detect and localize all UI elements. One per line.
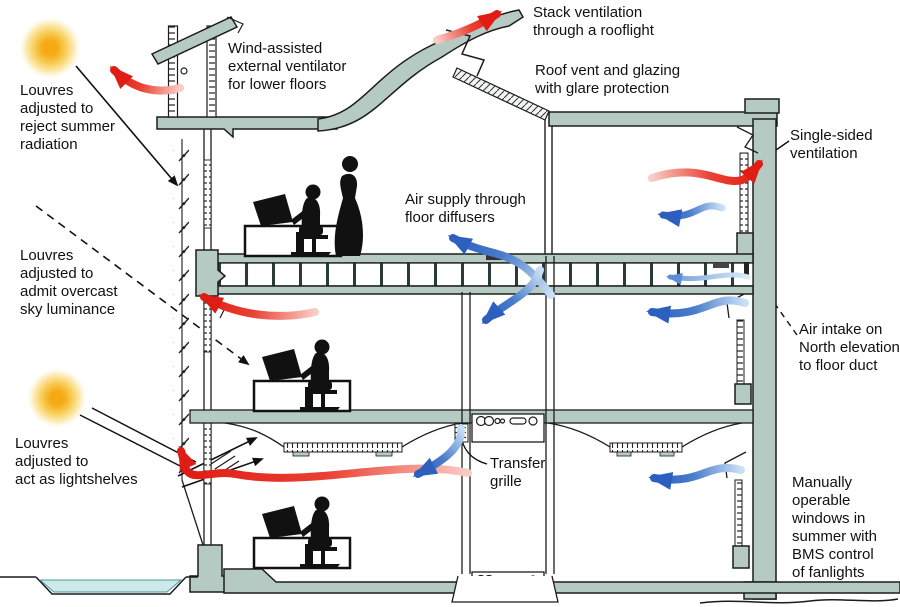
cool-air-arrow: [481, 266, 544, 325]
intake-grille: [744, 262, 749, 278]
top-vent-step: [736, 126, 759, 154]
ceiling-grille: [609, 442, 683, 453]
right-outer-wall: [752, 118, 777, 600]
warm-air-arrow: [177, 445, 472, 482]
parapet-cap: [744, 98, 780, 114]
cool-air-arrow: [657, 202, 726, 227]
ground-slab: [0, 568, 900, 604]
label-stack-ventilation: Stack ventilation through a rooflight: [533, 4, 654, 39]
warm-air-arrow: [109, 65, 184, 95]
raised-floor: [195, 249, 754, 297]
airflow-arrows: [109, 10, 763, 490]
top-vent-glazing: [739, 152, 749, 234]
low-fanlight-flap: [724, 451, 747, 479]
warm-air-arrow: [198, 293, 319, 320]
floor-diffuser: [713, 263, 729, 268]
roof-ventilator: [150, 16, 244, 118]
service-pit: [451, 575, 559, 603]
mid-window-glazing: [736, 319, 745, 385]
curved-roof: [317, 9, 525, 132]
admit-dashed-leader: [35, 205, 250, 366]
label-transfer-grille: Transfer grille: [490, 455, 546, 490]
person-at-workstation: [243, 183, 343, 259]
ceiling-grille: [283, 442, 403, 453]
lightshelf-ray: [79, 414, 187, 470]
standing-person: [334, 156, 363, 256]
sun-icon: [19, 17, 87, 428]
label-air-supply: Air supply through floor diffusers: [405, 191, 526, 226]
right-block: [548, 98, 780, 600]
person-at-workstation: [252, 495, 352, 571]
eaves-slab: [156, 116, 338, 139]
label-louvres-admit: Louvres adjusted to admit overcast sky l…: [20, 247, 118, 318]
louvre-wall: [173, 129, 240, 593]
cool-air-arrow: [666, 272, 751, 285]
cool-air-arrow: [412, 424, 466, 478]
label-louvres-reject: Louvres adjusted to reject summer radiat…: [20, 82, 116, 153]
occupants: [243, 156, 363, 571]
label-air-intake: Air intake on North elevation to floor d…: [799, 321, 900, 374]
water-pool: [38, 579, 183, 593]
warm-air-arrow: [648, 159, 763, 185]
pool-edge: [35, 576, 187, 595]
label-louvres-lightshelves: Louvres adjusted to act as lightshelves: [15, 435, 138, 488]
label-manual-windows: Manually operable windows in summer with…: [792, 474, 878, 581]
label-wind-ventilator: Wind-assisted external ventilator for lo…: [228, 40, 347, 93]
warm-air-arrow: [433, 10, 503, 44]
low-window-glazing: [734, 479, 743, 547]
cool-air-arrow: [648, 464, 745, 490]
building-structure: [0, 9, 900, 604]
cool-air-arrow: [646, 296, 749, 324]
ray-reject-leader: [75, 65, 179, 187]
ground-wavy-line: [699, 598, 899, 604]
right-roof-slab: [548, 111, 778, 127]
label-single-sided: Single-sided ventilation: [790, 127, 873, 162]
label-roof-vent: Roof vent and glazing with glare protect…: [535, 62, 681, 97]
person-at-workstation: [252, 338, 352, 414]
atrium-partition: [544, 120, 553, 256]
